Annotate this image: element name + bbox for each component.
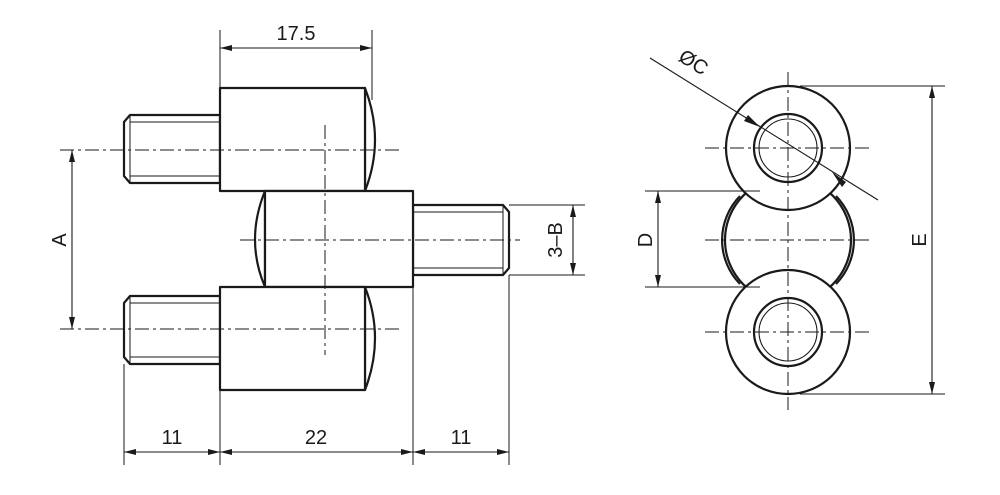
dim-text-pin-diameter: 3–B: [545, 222, 567, 258]
dim-text-overall-height: E: [909, 233, 931, 246]
top-knuckle-dome: [363, 86, 377, 193]
dim-text-overall-top: 17.5: [277, 23, 316, 45]
dim-text-bore-diameter: ØC: [675, 46, 712, 81]
dim-line-bore-diameter: [649, 57, 879, 201]
top-pin: [122, 113, 222, 185]
dim-text-knuckle-diameter: D: [635, 233, 657, 247]
bottom-knuckle-body: [218, 285, 367, 392]
bottom-pin: [122, 294, 222, 366]
dim-text-body: 22: [305, 427, 327, 449]
middle-knuckle-body: [263, 189, 415, 289]
dim-text-pitch: A: [49, 233, 71, 247]
middle-knuckle-dome: [253, 189, 267, 289]
dim-text-left-pin: 11: [162, 427, 183, 449]
middle-knuckle-right-arc: [835, 195, 855, 285]
top-knuckle-body: [218, 86, 367, 193]
middle-knuckle-left-arc: [721, 195, 741, 285]
bottom-knuckle-dome: [363, 285, 377, 392]
end-view: ØC D E: [635, 46, 945, 410]
side-view: 17.5 11 22 11 A 3–B: [49, 23, 585, 465]
dim-text-right-pin: 11: [451, 427, 472, 449]
